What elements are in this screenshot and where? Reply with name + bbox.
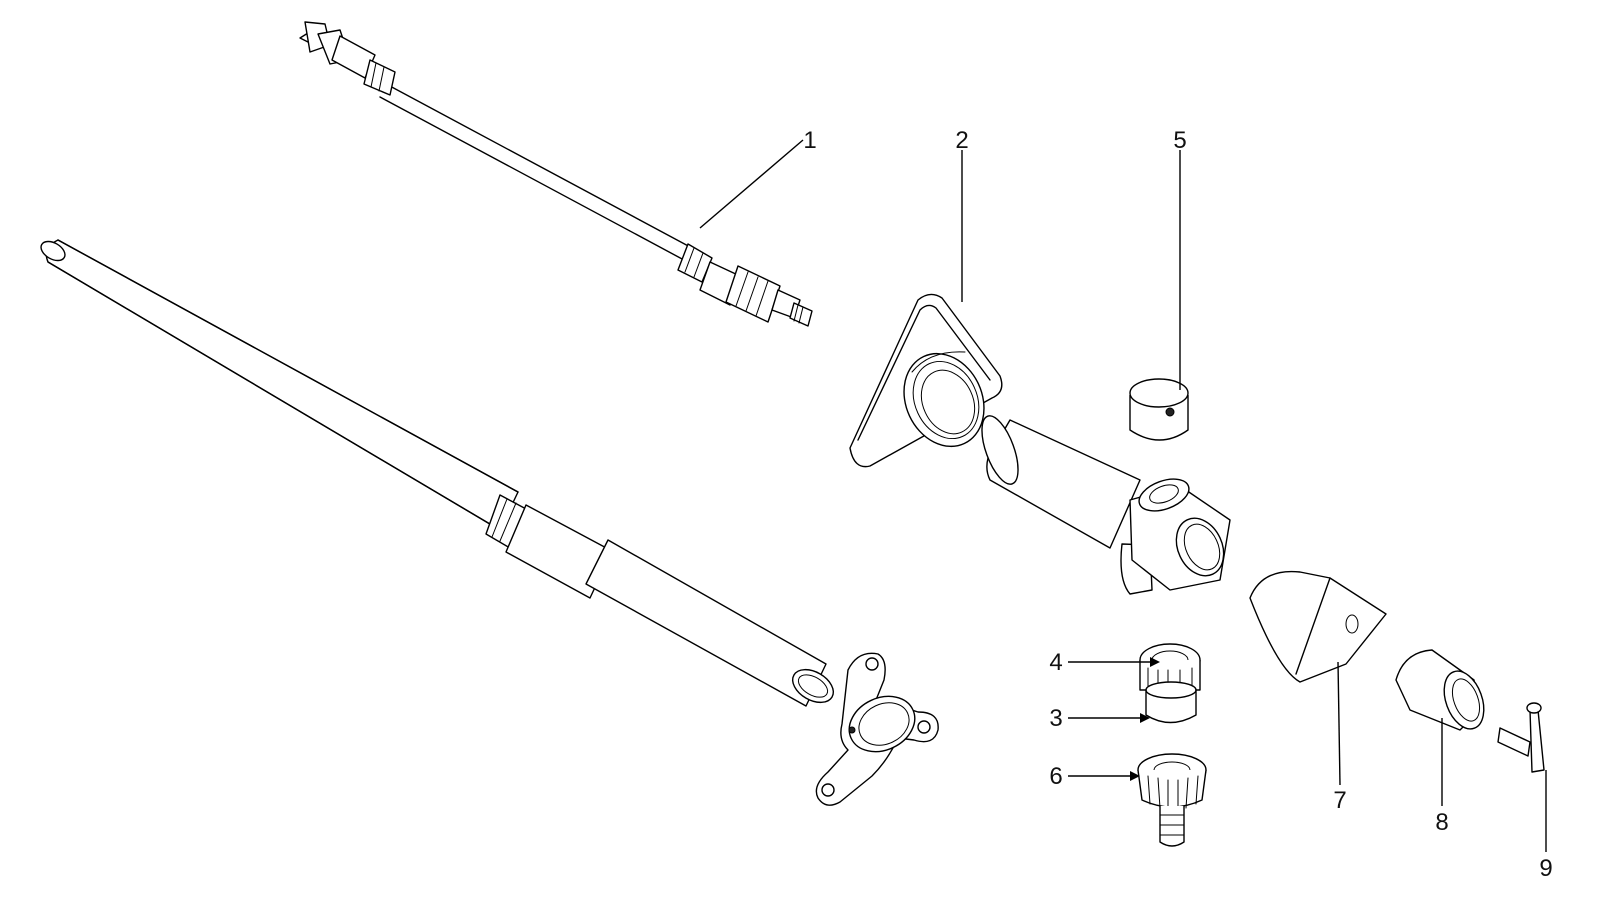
three-arm-flange xyxy=(815,652,939,806)
callout-9: 9 xyxy=(1539,855,1552,882)
callout-1: 1 xyxy=(803,127,816,154)
callout-labels: 1 2 5 4 3 6 7 8 9 xyxy=(803,127,1552,882)
part-1-rod xyxy=(299,21,813,327)
part-6-hose-connector xyxy=(1137,753,1207,847)
callout-7: 7 xyxy=(1333,787,1346,814)
valve-body xyxy=(981,415,1231,595)
part-9-t-handle-key xyxy=(1497,702,1545,773)
part-7-handle-cap xyxy=(1249,570,1387,683)
callout-leaders xyxy=(699,139,1547,852)
long-sleeve-tube xyxy=(40,239,834,707)
part-2-wall-plate xyxy=(849,293,1003,468)
part-3-fitting xyxy=(1145,681,1197,724)
callout-5: 5 xyxy=(1173,127,1186,154)
callout-3: 3 xyxy=(1049,705,1062,732)
callout-6: 6 xyxy=(1049,763,1062,790)
leader-7 xyxy=(1337,661,1341,786)
part-4-fitting xyxy=(1139,643,1201,691)
callout-4: 4 xyxy=(1049,649,1062,676)
part-5-cap xyxy=(1129,378,1189,441)
leader-1 xyxy=(699,139,804,229)
callout-2: 2 xyxy=(955,127,968,154)
callout-8: 8 xyxy=(1435,809,1448,836)
part-8-cone-fitting xyxy=(1395,649,1485,731)
